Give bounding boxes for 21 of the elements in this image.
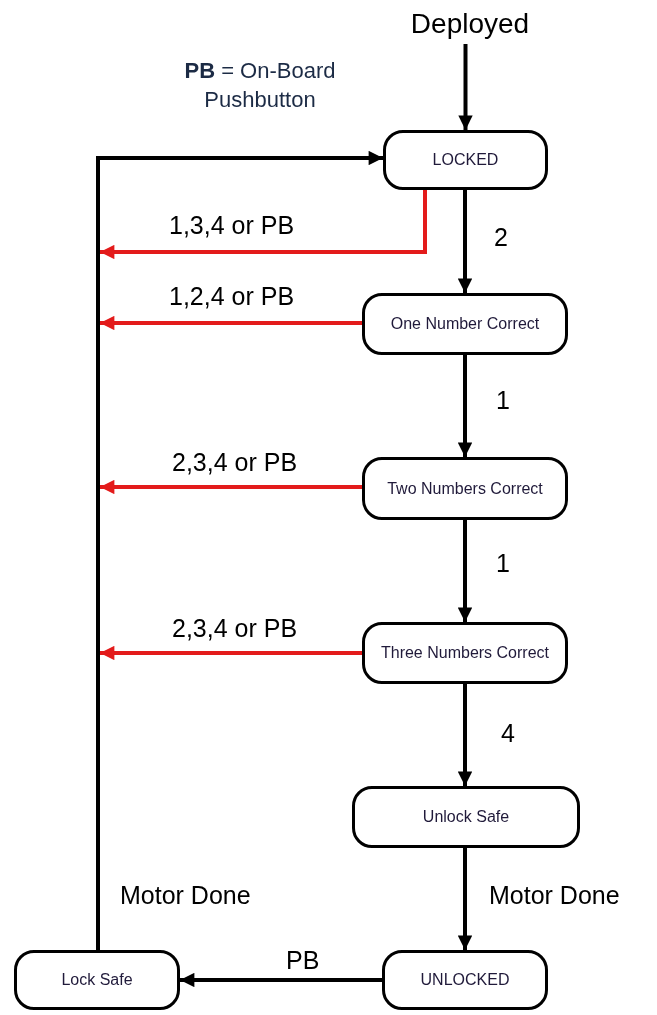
arrow xyxy=(96,150,383,950)
state-box: LOCKED xyxy=(383,130,548,190)
arrow xyxy=(457,520,473,622)
state-box: Unlock Safe xyxy=(352,786,580,848)
state-box: Three Numbers Correct xyxy=(362,622,568,684)
arrow xyxy=(457,190,473,293)
arrow xyxy=(100,479,362,495)
note-text: PB = On-Board Pushbutton xyxy=(183,57,337,114)
arrow xyxy=(100,315,362,331)
arrow xyxy=(458,44,473,130)
state-box: Two Numbers Correct xyxy=(362,457,568,520)
arrow xyxy=(180,972,382,988)
state-box: Lock Safe xyxy=(14,950,180,1010)
arrow xyxy=(457,355,473,457)
state-box: UNLOCKED xyxy=(382,950,548,1010)
arrow xyxy=(100,645,362,661)
start-label: Deployed xyxy=(390,4,550,44)
arrow xyxy=(457,848,473,950)
state-box: One Number Correct xyxy=(362,293,568,355)
arrow xyxy=(100,190,427,260)
arrow xyxy=(457,684,473,786)
